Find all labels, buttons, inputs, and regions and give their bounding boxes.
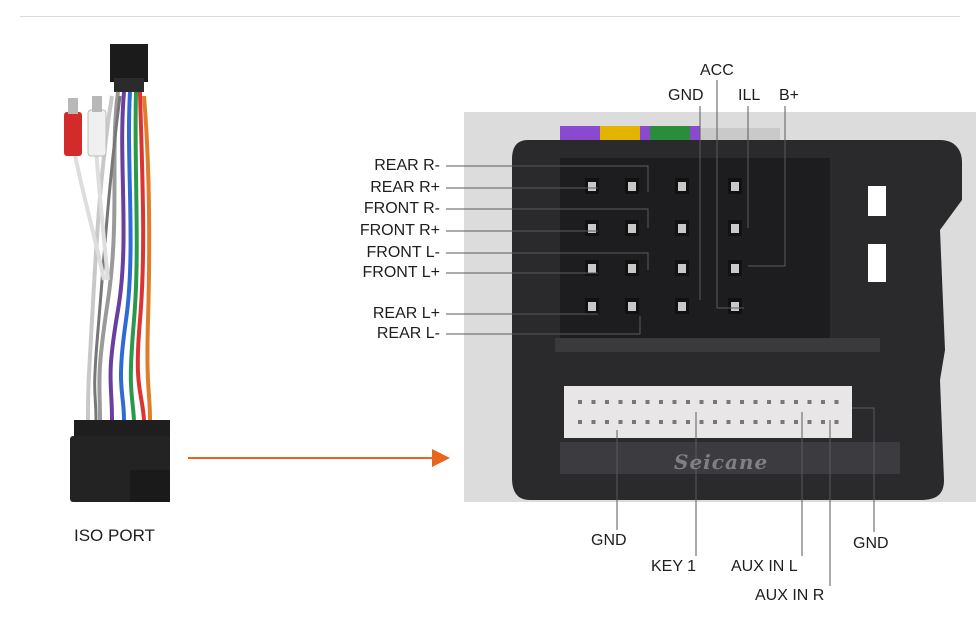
pin-contact (678, 182, 686, 191)
iso-port-caption: ISO PORT (74, 526, 155, 545)
socket-hole (632, 400, 636, 404)
label-gnd-bottom-left: GND (591, 532, 627, 549)
socket-hole (632, 420, 636, 424)
socket-hole (753, 400, 758, 404)
pin-contact (628, 302, 636, 311)
socket-hole (780, 420, 785, 424)
socket-hole (740, 400, 744, 404)
pin-contact (731, 302, 739, 311)
socket-hole (821, 420, 825, 424)
socket-hole (645, 400, 650, 404)
pin-contact (731, 182, 739, 191)
pin-contact (628, 182, 636, 191)
socket-hole (807, 400, 812, 404)
label-gnd-bottom-right: GND (853, 535, 889, 552)
socket-hole (753, 420, 758, 424)
socket-hole (591, 400, 596, 404)
pin-contact (678, 302, 686, 311)
label-rear-l-plus: REAR L+ (372, 305, 440, 322)
socket-hole (659, 400, 663, 404)
socket-hole (605, 400, 609, 404)
pointer-arrow (188, 449, 450, 467)
housing-wires (560, 126, 780, 140)
socket-hole (794, 400, 798, 404)
socket-hole (672, 400, 677, 404)
socket-hole (659, 420, 663, 424)
pin-contact (588, 302, 596, 311)
socket-hole (713, 420, 717, 424)
label-ill: ILL (738, 87, 761, 104)
socket-hole (740, 420, 744, 424)
label-gnd-top: GND (668, 87, 704, 104)
aux-socket (564, 386, 852, 438)
socket-hole (767, 420, 771, 424)
socket-hole (821, 400, 825, 404)
label-aux-in-r: AUX IN R (755, 587, 825, 604)
pin-contact (678, 264, 686, 273)
pin-contact (731, 224, 739, 233)
socket-hole (686, 420, 690, 424)
socket-hole (618, 420, 623, 424)
socket-hole (794, 420, 798, 424)
label-rear-l-minus: REAR L- (376, 325, 440, 342)
pin-contact (588, 264, 596, 273)
socket-hole (645, 420, 650, 424)
rca-red-plug (64, 112, 82, 156)
top-plug (110, 44, 148, 82)
socket-hole (713, 400, 717, 404)
label-front-r-minus: FRONT R- (363, 200, 440, 217)
socket-hole (699, 420, 704, 424)
label-aux-in-l: AUX IN L (731, 558, 798, 575)
label-front-l-plus: FRONT L+ (362, 264, 441, 281)
socket-hole (578, 420, 582, 424)
pin-contact (628, 224, 636, 233)
watermark: Seicane (674, 450, 769, 474)
pin-contact (678, 224, 686, 233)
label-rear-r-plus: REAR R+ (370, 179, 440, 196)
socket-hole (726, 400, 731, 404)
socket-hole (834, 400, 839, 404)
iso-harness (64, 44, 170, 502)
label-front-r-plus: FRONT R+ (359, 222, 440, 239)
pin-contact (588, 182, 596, 191)
label-acc: ACC (700, 62, 734, 79)
top-divider (20, 16, 960, 17)
label-key1: KEY 1 (651, 558, 697, 575)
socket-hole (578, 400, 582, 404)
socket-hole (591, 420, 596, 424)
socket-hole (807, 420, 812, 424)
socket-hole (605, 420, 609, 424)
pin-contact (588, 224, 596, 233)
label-b-plus: B+ (779, 87, 800, 104)
socket-hole (767, 400, 771, 404)
pin-contact (628, 264, 636, 273)
label-front-l-minus: FRONT L- (366, 244, 440, 261)
socket-hole (699, 400, 704, 404)
socket-hole (726, 420, 731, 424)
pin-contact (731, 264, 739, 273)
socket-hole (686, 400, 690, 404)
pin-cavity (560, 158, 830, 338)
socket-hole (672, 420, 677, 424)
socket-hole (780, 400, 785, 404)
socket-hole (618, 400, 623, 404)
socket-hole (834, 420, 839, 424)
label-rear-r-minus: REAR R- (374, 157, 440, 174)
leader-lines (446, 80, 875, 586)
